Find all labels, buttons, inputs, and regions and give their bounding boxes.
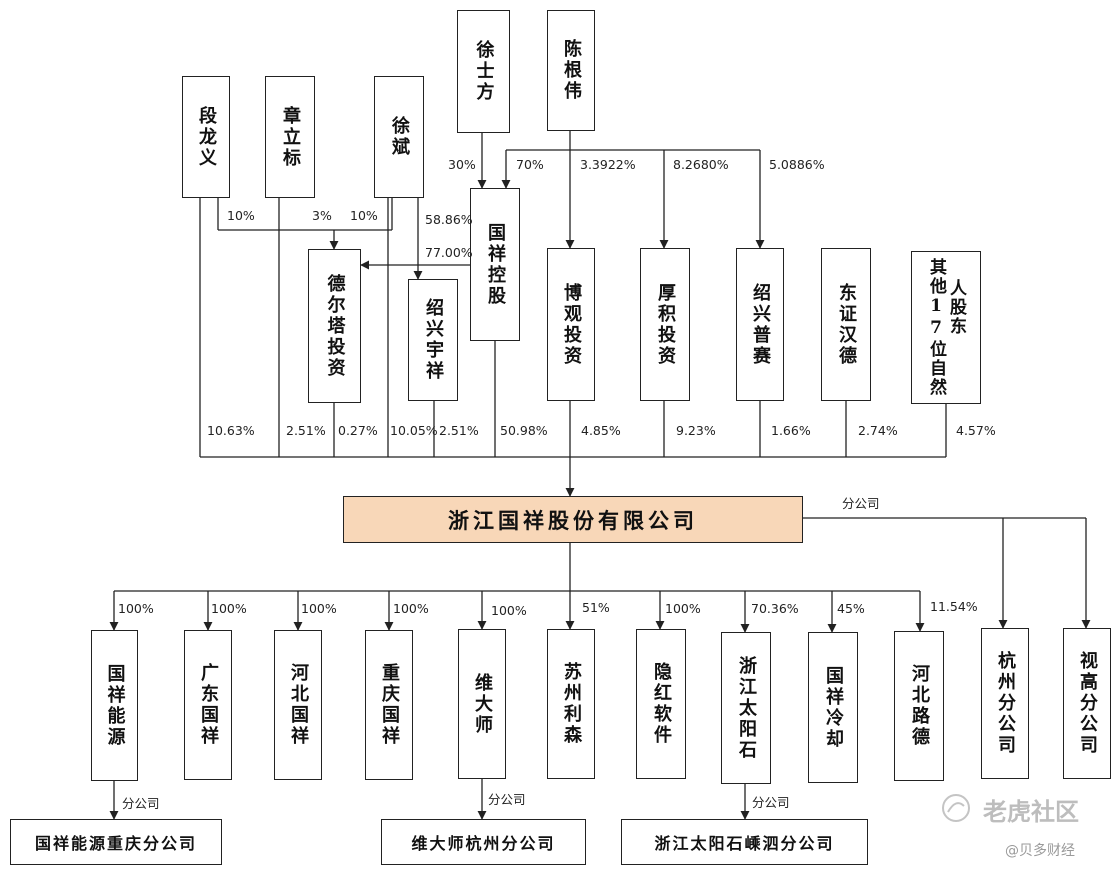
watermark-logo-icon xyxy=(942,794,970,822)
subsidiary-box-9: 国祥冷却 xyxy=(808,632,858,783)
sub-pct-5: 100% xyxy=(491,603,527,618)
entity-houji-box: 厚积投资 xyxy=(640,248,690,401)
holder-zhang-name: 章立标 xyxy=(280,105,301,169)
pct-chen-pusai: 5.0886% xyxy=(769,157,825,172)
pct-kg-yuxiang: 77.00% xyxy=(425,245,473,260)
entity-shaoxing-yx-name: 绍兴宇祥 xyxy=(423,298,444,382)
main-company-box: 浙江国祥股份有限公司 xyxy=(343,496,803,543)
subsidiary-box-11: 杭州分公司 xyxy=(981,628,1029,779)
watermark-title: 老虎社区 xyxy=(983,798,1079,826)
entity-shaoxing-ps-name: 绍兴普赛 xyxy=(750,282,771,367)
entity-deerta-name: 德尔塔投资 xyxy=(324,273,346,379)
sub-pct-6: 51% xyxy=(582,600,610,615)
subsidiary-box-2: 广东国祥 xyxy=(184,630,232,780)
entity-houji-name: 厚积投资 xyxy=(655,282,676,367)
entity-others-box: 其他17位自然 人股东 xyxy=(911,251,981,404)
subsidiary-name-1: 国祥能源 xyxy=(104,663,126,748)
subsidiary-box-8: 浙江太阳石 xyxy=(721,632,771,784)
subsidiary-name-2: 广东国祥 xyxy=(198,663,219,747)
hold-pct-houji: 9.23% xyxy=(676,423,716,438)
sub-pct-7: 100% xyxy=(665,601,701,616)
pct-zhang-deerta: 3% xyxy=(312,208,332,223)
hold-pct-xubin: 10.05% xyxy=(390,423,438,438)
subsidiary-name-4: 重庆国祥 xyxy=(379,663,400,747)
hold-pct-others: 4.57% xyxy=(956,423,996,438)
sub-pct-3: 100% xyxy=(301,601,337,616)
sub-branch-name-3: 浙江太阳石嵊泗分公司 xyxy=(654,834,835,853)
sub-branch-box-2: 维大师杭州分公司 xyxy=(381,819,586,865)
sub-branch-name-2: 维大师杭州分公司 xyxy=(411,834,556,853)
entity-shaoxing-yx-box: 绍兴宇祥 xyxy=(408,279,458,401)
subsidiary-box-10: 河北路德 xyxy=(894,631,944,781)
holder-xubin-name: 徐斌 xyxy=(389,116,410,158)
holder-xushifang-name: 徐士方 xyxy=(473,40,495,103)
holder-duan-name: 段龙义 xyxy=(196,105,217,169)
sub-branch-name-1: 国祥能源重庆分公司 xyxy=(34,834,197,853)
entity-guoxiang-kg-name: 国祥控股 xyxy=(485,222,506,307)
entity-dongzheng-name: 东证汉德 xyxy=(836,282,857,367)
subsidiary-box-4: 重庆国祥 xyxy=(365,630,413,780)
subsidiary-name-7: 隐红软件 xyxy=(651,662,672,746)
pct-xubin-deerta: 10% xyxy=(350,208,378,223)
entity-guoxiang-kg-box: 国祥控股 xyxy=(470,188,520,341)
hold-pct-yuxiang: 2.51% xyxy=(439,423,479,438)
sub-pct-8: 70.36% xyxy=(751,601,799,616)
subsidiary-name-11: 杭州分公司 xyxy=(995,651,1016,756)
subsidiary-name-5: 维大师 xyxy=(472,672,493,736)
subsidiary-name-12: 视高分公司 xyxy=(1077,651,1098,756)
hold-pct-boguan: 4.85% xyxy=(581,423,621,438)
sub-pct-4: 100% xyxy=(393,601,429,616)
holder-zhang-box: 章立标 xyxy=(265,76,315,198)
subsidiary-box-5: 维大师 xyxy=(458,629,506,779)
subsidiary-box-3: 河北国祥 xyxy=(274,630,322,780)
sub-pct-1: 100% xyxy=(118,601,154,616)
subsidiary-name-8: 浙江太阳石 xyxy=(736,655,757,761)
sub-pct-2: 100% xyxy=(211,601,247,616)
pct-duan-deerta: 10% xyxy=(227,208,255,223)
sub-branch-label-3: 分公司 xyxy=(752,795,790,810)
sub-pct-10: 11.54% xyxy=(930,599,978,614)
branch-label-main: 分公司 xyxy=(842,496,880,511)
entity-boguan-name: 博观投资 xyxy=(561,282,582,367)
holder-xubin-box: 徐斌 xyxy=(374,76,424,198)
sub-branch-label-1: 分公司 xyxy=(122,796,160,811)
main-company-name: 浙江国祥股份有限公司 xyxy=(448,507,698,533)
pct-chen-boguan: 3.3922% xyxy=(580,157,636,172)
entity-others-name-col1: 其他17位自然 xyxy=(926,258,946,397)
entity-shaoxing-ps-box: 绍兴普赛 xyxy=(736,248,784,401)
hold-pct-pusai: 1.66% xyxy=(771,423,811,438)
sub-pct-9: 45% xyxy=(837,601,865,616)
hold-pct-deerta: 0.27% xyxy=(338,423,378,438)
holder-duan-box: 段龙义 xyxy=(182,76,230,198)
subsidiary-name-3: 河北国祥 xyxy=(288,663,309,747)
subsidiary-name-9: 国祥冷却 xyxy=(823,665,844,750)
watermark-handle: @贝多财经 xyxy=(1005,843,1075,859)
sub-branch-label-2: 分公司 xyxy=(488,792,526,807)
subsidiary-name-10: 河北路德 xyxy=(909,664,930,748)
entity-others-name-col2: 人股东 xyxy=(946,279,966,336)
pct-chen-to-kg: 70% xyxy=(516,157,544,172)
subsidiary-name-6: 苏州利森 xyxy=(561,662,582,746)
subsidiary-box-12: 视高分公司 xyxy=(1063,628,1111,779)
subsidiary-box-1: 国祥能源 xyxy=(91,630,138,781)
pct-chen-houji: 8.2680% xyxy=(673,157,729,172)
holder-chen-name: 陈根伟 xyxy=(561,39,582,102)
pct-xu-to-kg: 30% xyxy=(448,157,476,172)
hold-pct-zhang: 2.51% xyxy=(286,423,326,438)
holder-xushifang-box: 徐士方 xyxy=(457,10,510,133)
entity-dongzheng-box: 东证汉德 xyxy=(821,248,871,401)
holder-chen-box: 陈根伟 xyxy=(547,10,595,131)
hold-pct-duan: 10.63% xyxy=(207,423,255,438)
pct-kg-deerta: 58.86% xyxy=(425,212,473,227)
entity-deerta-box: 德尔塔投资 xyxy=(308,249,361,403)
sub-branch-box-3: 浙江太阳石嵊泗分公司 xyxy=(621,819,868,865)
hold-pct-dongzheng: 2.74% xyxy=(858,423,898,438)
hold-pct-kg: 50.98% xyxy=(500,423,548,438)
subsidiary-box-7: 隐红软件 xyxy=(636,629,686,779)
entity-boguan-box: 博观投资 xyxy=(547,248,595,401)
sub-branch-box-1: 国祥能源重庆分公司 xyxy=(10,819,222,865)
subsidiary-box-6: 苏州利森 xyxy=(547,629,595,779)
